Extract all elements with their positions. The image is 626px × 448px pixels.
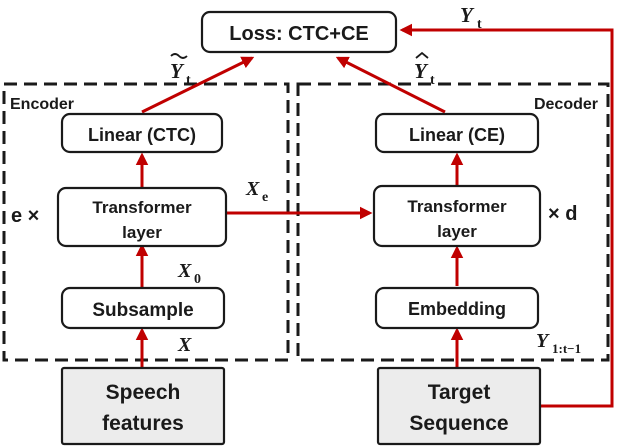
decoder-linear-label: Linear (CE): [409, 125, 505, 145]
encoder-linear-label: Linear (CTC): [88, 125, 196, 145]
decoder-linear-box: [374, 112, 540, 154]
decoder-transformer-line2: layer: [437, 222, 477, 241]
arrow-target-to-loss: [399, 23, 614, 408]
svg-text:X: X: [177, 260, 192, 282]
x-symbol: X: [177, 334, 192, 356]
svg-text:X: X: [245, 178, 260, 200]
decoder-transformer-line1: Transformer: [407, 197, 507, 216]
speech-features-line1: Speech: [106, 381, 181, 404]
embedding-box: [374, 286, 540, 330]
svg-text:0: 0: [194, 272, 201, 287]
y-tilde-symbol: Y t: [170, 53, 191, 88]
x-0-symbol: X 0: [177, 260, 201, 287]
svg-text:Y: Y: [170, 59, 185, 83]
speech-features-box: [60, 366, 226, 446]
svg-text:X: X: [177, 334, 192, 356]
decoder-transformer-box: [372, 184, 542, 248]
encoder-linear-box: [60, 112, 224, 154]
decoder-repeat-label: × d: [548, 203, 577, 225]
encoder-transformer-line2: layer: [122, 223, 162, 242]
target-sequence-box: [376, 366, 542, 446]
embedding-label: Embedding: [408, 299, 506, 319]
x-e-symbol: X e: [245, 178, 268, 205]
svg-text:Y: Y: [460, 3, 475, 27]
subsample-label: Subsample: [92, 300, 193, 321]
y-hat-symbol: Y t: [414, 51, 435, 88]
arrow-ctc-to-loss: [141, 56, 255, 114]
encoder-transformer-line1: Transformer: [92, 198, 192, 217]
decoder-region-label: Decoder: [534, 96, 598, 113]
tilde-accent: [170, 53, 188, 59]
y-prefix-symbol: Y 1:t−1: [536, 330, 581, 356]
encoder-transformer-box: [56, 186, 228, 248]
speech-features-line2: features: [102, 412, 184, 435]
svg-text:t: t: [186, 73, 191, 88]
target-sequence-line1: Target: [428, 381, 491, 404]
target-sequence-line2: Sequence: [409, 412, 508, 435]
svg-text:Y: Y: [536, 330, 550, 352]
svg-text:1:t−1: 1:t−1: [552, 341, 581, 356]
loss-label: Loss: CTC+CE: [229, 23, 368, 45]
hat-accent: [415, 51, 429, 59]
encoder-region-label: Encoder: [10, 96, 74, 113]
decoder-region: [296, 82, 610, 362]
arrow-ce-to-loss: [335, 56, 446, 114]
loss-box: [200, 10, 398, 54]
svg-text:t: t: [477, 17, 482, 32]
svg-text:e: e: [262, 190, 268, 205]
subsample-box: [60, 286, 226, 330]
svg-text:Y: Y: [414, 59, 429, 83]
encoder-region: [2, 82, 290, 362]
svg-text:t: t: [430, 73, 435, 88]
encoder-repeat-label: e ×: [11, 205, 39, 227]
y-true-symbol: Y t: [460, 3, 482, 32]
